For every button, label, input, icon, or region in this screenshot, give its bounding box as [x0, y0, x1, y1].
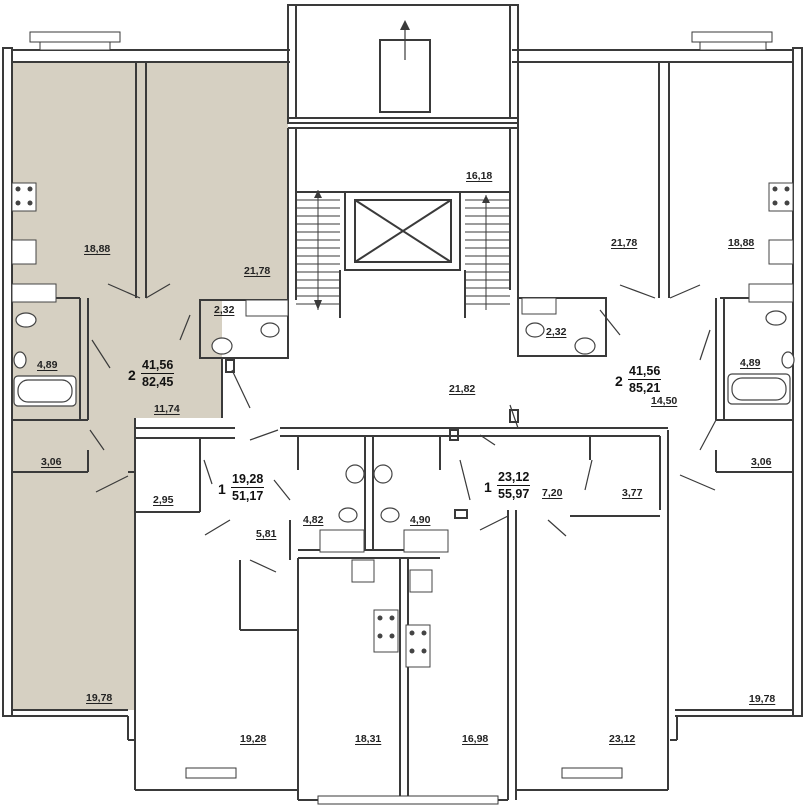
toilet-left — [15, 312, 37, 328]
room-area-label: 3,06 — [41, 456, 62, 468]
room-area-label: 21,82 — [449, 383, 476, 395]
apartment-summary-center-left: 1 19,28 51,17 — [218, 472, 278, 506]
apartment-summary-left: 2 41,56 82,45 — [128, 358, 188, 392]
room-area-label: 19,28 — [240, 733, 267, 745]
room-area-label: 21,78 — [611, 237, 638, 249]
apartment-area-fraction: 23,12 55,97 — [497, 470, 531, 501]
room-area-label: 23,12 — [609, 733, 636, 745]
apartment-living-area: 19,28 — [231, 472, 265, 488]
room-area-label: 2,95 — [153, 494, 174, 506]
apartment-living-area: 23,12 — [497, 470, 531, 486]
apartment-area-fraction: 19,28 51,17 — [231, 472, 265, 503]
room-area-label: 19,78 — [749, 693, 776, 705]
apartment-room-count: 2 — [615, 373, 623, 389]
top-balcony — [287, 4, 519, 124]
room-area-label: 4,90 — [410, 514, 431, 526]
room-area-label: 16,18 — [466, 170, 493, 182]
apartment-area-fraction: 41,56 85,21 — [628, 364, 662, 395]
basin-center-left — [345, 464, 365, 484]
room-area-label: 16,98 — [462, 733, 489, 745]
apartment-living-area: 41,56 — [141, 358, 175, 374]
room-area-label: 3,77 — [622, 487, 643, 499]
sink-right — [768, 239, 794, 265]
window-top-left — [29, 31, 121, 43]
apartment-total-area: 51,17 — [232, 489, 264, 503]
elevator-shaft — [344, 191, 461, 271]
highlighted-apartment-fill — [12, 62, 288, 710]
room-area-label: 19,78 — [86, 692, 113, 704]
stair-arrow-left — [314, 190, 322, 198]
room-area-label: 18,88 — [728, 237, 755, 249]
room-area-label: 18,88 — [84, 243, 111, 255]
apartment-room-count: 1 — [218, 481, 226, 497]
room-area-label: 7,20 — [542, 487, 563, 499]
room-area-label: 5,81 — [256, 528, 277, 540]
room-area-label: 14,50 — [651, 395, 678, 407]
stove-center-right — [405, 624, 431, 668]
room-area-label: 2,32 — [214, 304, 235, 316]
window-top-right — [691, 31, 773, 43]
sink-left — [11, 239, 37, 265]
apartment-total-area: 55,97 — [498, 487, 530, 501]
toilet-right — [765, 310, 787, 326]
room-area-label: 18,31 — [355, 733, 382, 745]
window-bottom-right — [561, 767, 623, 779]
stove-center-left — [373, 609, 399, 653]
wall-left-outer — [2, 47, 13, 717]
room-area-label: 21,78 — [244, 265, 271, 277]
wall-right-outer — [792, 47, 803, 717]
apartment-summary-right: 2 41,56 85,21 — [615, 364, 675, 398]
apartment-room-count: 2 — [128, 367, 136, 383]
apartment-room-count: 1 — [484, 479, 492, 495]
stair-arrow-right — [482, 195, 490, 203]
apartment-total-area: 82,45 — [142, 375, 174, 389]
room-area-label: 4,89 — [740, 357, 761, 369]
room-area-label: 2,32 — [546, 326, 567, 338]
basin-center-right — [373, 464, 393, 484]
room-area-label: 3,06 — [751, 456, 772, 468]
apartment-summary-center-right: 1 23,12 55,97 — [484, 470, 544, 504]
apartment-living-area: 41,56 — [628, 364, 662, 380]
room-area-label: 11,74 — [154, 403, 180, 415]
room-area-label: 4,82 — [303, 514, 324, 526]
apartment-area-fraction: 41,56 82,45 — [141, 358, 175, 389]
window-bottom-center — [317, 795, 499, 805]
room-area-label: 4,89 — [37, 359, 58, 371]
stove-left — [11, 182, 37, 212]
stove-right — [768, 182, 794, 212]
window-bottom-left — [185, 767, 237, 779]
apartment-total-area: 85,21 — [629, 381, 661, 395]
